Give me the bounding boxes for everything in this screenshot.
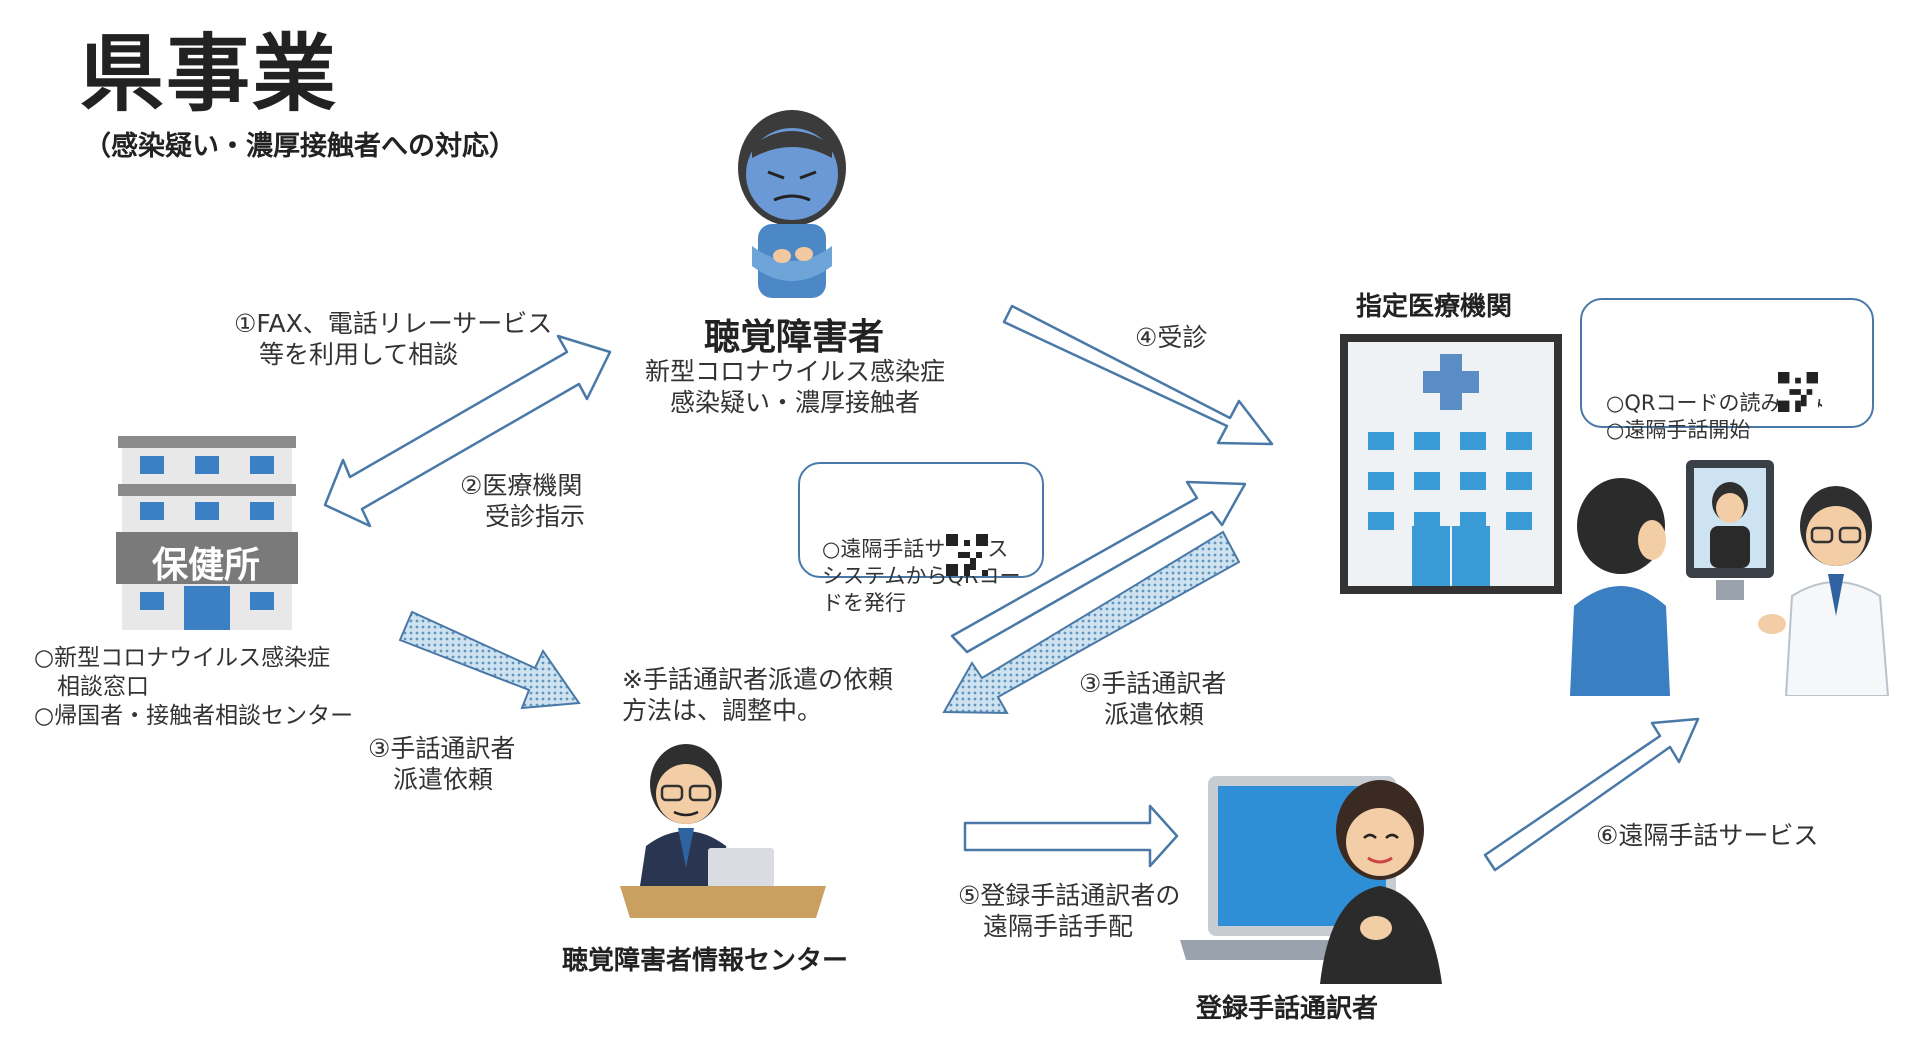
page-title: 県事業 [80,25,339,123]
hospital-name: 指定医療機関 [1356,292,1513,322]
info-center-staff-illustration [620,744,826,918]
interpreter-illustration [1180,776,1442,984]
patient-illustration [738,110,846,298]
arrow-visit-hospital [1002,304,1274,446]
remote-consultation-illustration [1570,460,1890,696]
page-subtitle: （感染疑い・濃厚接触者への対応） [84,131,516,162]
step2-label: ②医療機関 受診指示 [460,471,586,531]
step6-label: ⑥遠隔手話サービス [1596,821,1819,850]
patient-name: 聴覚障害者 [704,317,885,358]
health-center-description: ○新型コロナウイルス感染症 相談窓口 ○帰国者・接触者相談センター [34,645,354,729]
arrow-qr-to-hospital [950,480,1247,654]
step3-right-label: ③手話通訳者 派遣依頼 [1079,669,1227,729]
info-center-name: 聴覚障害者情報センター [562,946,849,976]
step4-label: ④受診 [1135,323,1208,352]
arrow-remote-arrange [963,804,1179,868]
health-center-building [116,436,298,630]
step5-label: ⑤登録手話通訳者の 遠隔手話手配 [958,881,1181,941]
arrow-consult-double [323,334,612,528]
step3-left-label: ③手話通訳者 派遣依頼 [368,734,516,794]
hospital-building [1340,334,1562,594]
step1-label: ①FAX、電話リレーサービス 等を利用して相談 [234,309,553,369]
patient-description: 新型コロナウイルス感染症 感染疑い・濃厚接触者 [645,357,946,417]
arrow-dispatch-request-left [398,610,581,710]
arrow-remote-service [1483,717,1700,872]
info-center-note: ※手話通訳者派遣の依頼 方法は、調整中。 [622,665,893,725]
arrow-dispatch-request-right [942,530,1241,715]
qr-read-text: ○QRコードの読み込み ○遠隔手話開始 [1606,391,1824,442]
qr-code-icon [946,534,988,576]
qr-issue-text: ○遠隔手話サービス システムからQRコー ドを発行 [822,537,1021,615]
interpreter-name: 登録手話通訳者 [1196,994,1379,1024]
qr-read-box: ○QRコードの読み込み ○遠隔手話開始 [1580,298,1874,442]
health-center-sign: 保健所 [151,545,260,586]
qr-code-icon [1778,372,1818,412]
qr-issue-box: ○遠隔手話サービス システムからQRコー ドを発行 [798,462,1044,615]
